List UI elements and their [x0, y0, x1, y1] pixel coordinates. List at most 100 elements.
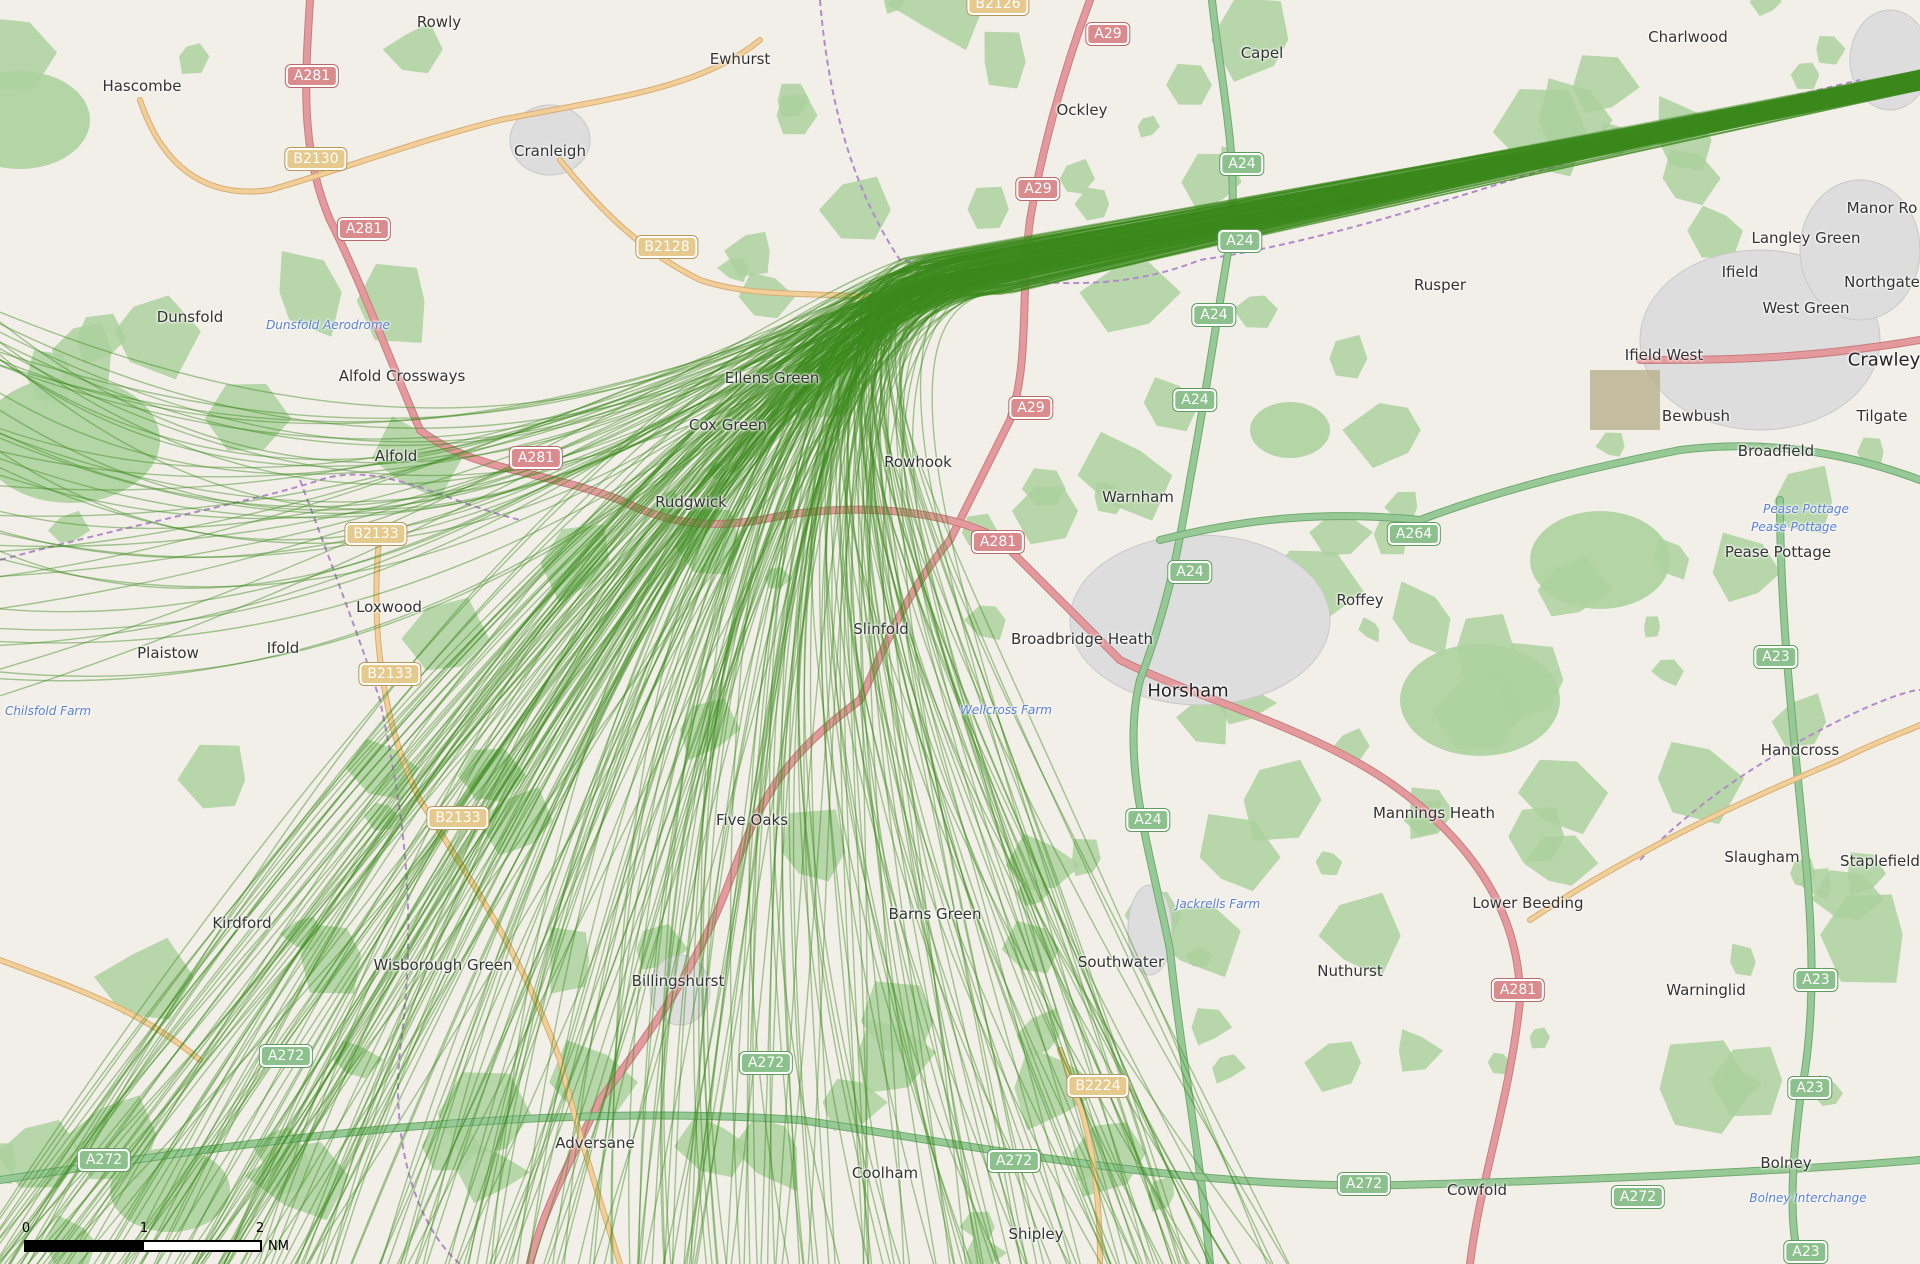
- woodland-area: [1001, 920, 1059, 974]
- scale-segment-2: [142, 1240, 262, 1252]
- flight-track: [351, 70, 1920, 1264]
- place-label: Dunsfold Aerodrome: [266, 318, 390, 332]
- flight-track: [878, 81, 1920, 1264]
- urban-area: [509, 104, 591, 176]
- woodland-area: [1712, 532, 1781, 602]
- woodland-area: [1074, 187, 1110, 221]
- flight-track: [671, 80, 1920, 1264]
- woodland-area: [738, 272, 796, 319]
- flight-track: [780, 77, 1920, 1264]
- woodland-area: [114, 295, 201, 380]
- flight-track: [796, 73, 1920, 1264]
- place-label: Mannings Heath: [1372, 804, 1496, 822]
- flight-track: [748, 70, 1920, 1264]
- road-shield: A281: [285, 65, 339, 87]
- flight-track: [698, 77, 1920, 1264]
- flight-track: [890, 75, 1920, 1264]
- woodland-area: [1137, 115, 1160, 138]
- flight-track: [861, 85, 1920, 1264]
- woodland-area: [680, 698, 741, 761]
- flight-track: [869, 77, 1920, 1264]
- flight-track: [221, 81, 1920, 1264]
- place-label: Pease Pottage: [1751, 520, 1837, 534]
- flight-track: [281, 78, 1920, 1264]
- flight-track: [788, 76, 1920, 1264]
- flight-track: [843, 76, 1920, 1264]
- flight-track: [178, 79, 1920, 1264]
- road-shield: B2130: [285, 148, 347, 170]
- flight-track: [792, 81, 1920, 1264]
- flight-track: [870, 88, 1920, 1264]
- flight-track: [455, 69, 1920, 1264]
- flight-track: [511, 79, 1920, 1264]
- place-label: Capel: [1240, 44, 1284, 62]
- woodland-area: [462, 750, 513, 801]
- road-primary: [303, 0, 763, 527]
- flight-track: [0, 74, 1920, 1230]
- place-label: Roffey: [1336, 591, 1384, 609]
- place-label: Warnham: [1102, 488, 1174, 506]
- flight-track: [227, 79, 1920, 1264]
- flight-track: [547, 79, 1920, 1264]
- place-label: Ifield: [1721, 263, 1759, 281]
- boundary-line: [819, 0, 1861, 285]
- woodland-area: [1529, 1027, 1550, 1049]
- flight-track: [0, 71, 1920, 677]
- flight-track: [863, 84, 1920, 1264]
- flight-track: [0, 80, 1920, 559]
- flight-track: [556, 70, 1920, 1264]
- woodland-area: [1309, 515, 1373, 556]
- flight-track: [824, 78, 1920, 1264]
- flight-track: [868, 87, 1920, 1264]
- flight-track: [693, 76, 1920, 1264]
- flight-track: [0, 78, 1920, 1239]
- flight-track: [400, 81, 1920, 1264]
- flight-track: [781, 78, 1920, 1264]
- flight-track: [746, 79, 1920, 1264]
- flight-track: [847, 80, 1920, 1264]
- flight-track: [141, 79, 1920, 1264]
- woodland-area: [1644, 616, 1661, 638]
- woodland-area: [1304, 1041, 1361, 1093]
- flight-track: [835, 71, 1920, 1264]
- woodland-area: [1771, 693, 1827, 748]
- flight-track: [227, 77, 1920, 1264]
- road-shield: B2133: [427, 807, 489, 829]
- road-shield: B2128: [636, 236, 698, 258]
- flight-track: [850, 79, 1920, 1264]
- flight-track: [610, 71, 1920, 1264]
- woodland-area: [332, 1040, 384, 1079]
- woodland-area: [1790, 62, 1820, 90]
- flight-track: [0, 75, 1920, 1232]
- flight-track: [241, 71, 1920, 1264]
- woodland-area: [1011, 486, 1079, 545]
- woodland-area: [967, 186, 1009, 229]
- flight-track: [0, 84, 1920, 588]
- flight-track: [0, 82, 1920, 477]
- flight-track: [26, 77, 1920, 1264]
- flight-track: [20, 82, 1920, 1264]
- flight-track: [831, 87, 1920, 1264]
- flight-track: [0, 81, 1920, 469]
- urban-area: [1799, 179, 1920, 321]
- flight-track: [693, 76, 1920, 1264]
- place-label: Ifold: [266, 639, 300, 657]
- woodland-area: [731, 1117, 798, 1192]
- flight-track: [0, 86, 1920, 578]
- urban-area: [1849, 9, 1920, 111]
- flight-track: [508, 78, 1920, 1264]
- road-shield: A281: [509, 447, 563, 469]
- flight-track: [885, 88, 1920, 1264]
- flight-track: [846, 86, 1920, 1264]
- woodland-area: [1005, 833, 1082, 891]
- woodland-area: [1315, 851, 1343, 876]
- flight-track: [760, 70, 1920, 1264]
- flight-track: [810, 79, 1920, 1264]
- flight-track: [0, 87, 1920, 429]
- flight-track: [0, 74, 1920, 1264]
- flight-track: [153, 80, 1920, 1264]
- flight-track: [128, 75, 1920, 1264]
- flight-track: [846, 88, 1920, 1264]
